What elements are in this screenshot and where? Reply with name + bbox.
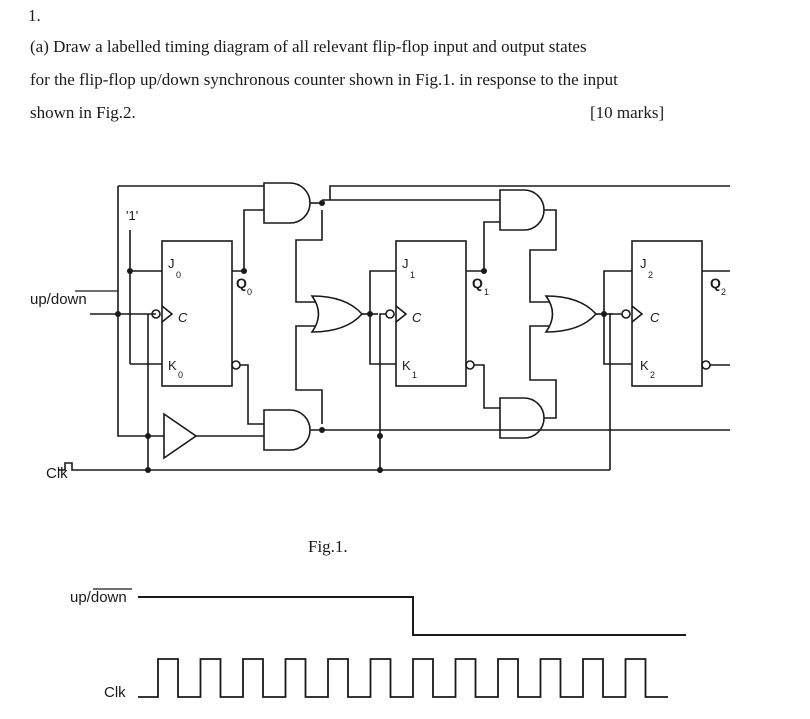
and-gate-top-0 <box>263 182 311 224</box>
clock-bubble-2 <box>621 309 631 319</box>
ff1-c: C <box>412 310 422 325</box>
question-line-2: for the flip-flop up/down synchronous co… <box>30 70 618 89</box>
question-number: 1. <box>28 6 41 25</box>
junction-dot <box>145 433 151 439</box>
ff0-q: Q <box>236 275 247 291</box>
clock-triangle-1 <box>395 305 408 323</box>
and-gate-bottom-1 <box>499 397 545 439</box>
junction-dot <box>241 268 247 274</box>
ff2-j-sub: 2 <box>648 270 653 280</box>
ff2-k-sub: 2 <box>650 370 655 380</box>
clk-label-fig1: Clk <box>46 465 68 482</box>
junction-dot <box>145 467 151 473</box>
junction-dot <box>377 467 383 473</box>
qbar-bubble-2 <box>701 360 711 370</box>
flip-flop-1 <box>395 240 467 387</box>
ff0-j: J <box>168 256 175 271</box>
junction-dot <box>319 200 325 206</box>
ff0-q-sub: 0 <box>247 287 252 297</box>
junction-dot <box>481 268 487 274</box>
and-gate-top-1 <box>499 189 545 231</box>
clock-bubble-1 <box>385 309 395 319</box>
ff2-k: K <box>640 358 649 373</box>
flip-flop-2 <box>631 240 703 387</box>
ff1-k: K <box>402 358 411 373</box>
clock-triangle-2 <box>631 305 644 323</box>
updown-label-fig1: up/down <box>30 291 87 308</box>
ff1-q: Q <box>472 275 483 291</box>
junction-dot <box>377 433 383 439</box>
ff0-j-sub: 0 <box>176 270 181 280</box>
question-line-3: shown in Fig.2. <box>30 103 136 122</box>
or-gate-0 <box>310 295 364 333</box>
flip-flop-0 <box>161 240 233 387</box>
const-one-label: '1' <box>126 208 138 223</box>
ff1-j-sub: 1 <box>410 270 415 280</box>
ff2-c: C <box>650 310 660 325</box>
and-gate-bottom-0 <box>263 409 311 451</box>
junction-dot <box>367 311 373 317</box>
junction-dot <box>601 311 607 317</box>
updown-label-fig2: up/down <box>70 589 127 606</box>
ff2-q: Q <box>710 275 721 291</box>
question-line-1: (a) Draw a labelled timing diagram of al… <box>30 37 587 56</box>
junction-dot <box>319 427 325 433</box>
ff0-k: K <box>168 358 177 373</box>
clock-triangle-0 <box>161 305 174 323</box>
qbar-bubble-0 <box>231 360 241 370</box>
ff1-j: J <box>402 256 409 271</box>
ff2-j: J <box>640 256 647 271</box>
inverter-triangle <box>163 412 198 460</box>
clock-waveform <box>138 658 668 698</box>
junction-dot <box>115 311 121 317</box>
updown-waveform <box>138 596 686 636</box>
qbar-bubble-1 <box>465 360 475 370</box>
marks-label: [10 marks] <box>590 103 665 122</box>
ff1-q-sub: 1 <box>484 287 489 297</box>
ff1-k-sub: 1 <box>412 370 417 380</box>
or-gate-1 <box>544 295 598 333</box>
ff0-k-sub: 0 <box>178 370 183 380</box>
clk-label-fig2: Clk <box>104 684 126 701</box>
ff2-q-sub: 2 <box>721 287 726 297</box>
ff0-c: C <box>178 310 188 325</box>
junction-dot <box>127 268 133 274</box>
fig1-caption: Fig.1. <box>308 537 348 556</box>
